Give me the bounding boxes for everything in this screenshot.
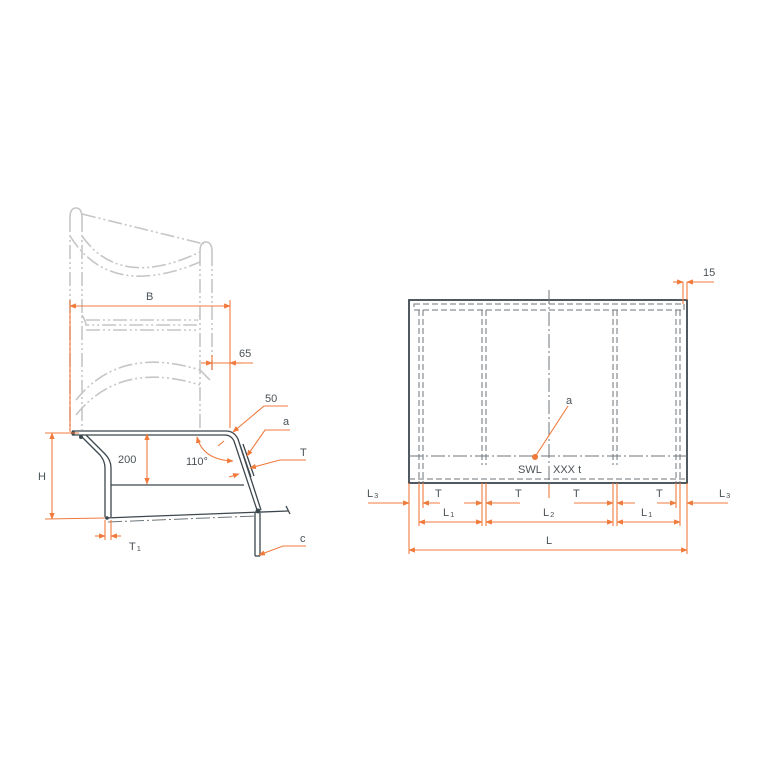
- dim-label-edge-offset: 15: [703, 267, 715, 279]
- hidden-posts: [418, 310, 681, 483]
- dim-label-weld: a: [283, 416, 290, 428]
- dim-label-base-thickness: T1: [129, 541, 141, 553]
- side-view: B 65 50 a T 110° H: [38, 207, 307, 557]
- dim-label-t3: T: [573, 488, 580, 500]
- front-view: a SWL XXX t 15: [367, 267, 730, 554]
- dim-label-thickness: T: [300, 447, 307, 459]
- dim-row-l: L1 L2 L1: [418, 507, 681, 525]
- dim-label-brace-height: 200: [118, 454, 136, 466]
- dim-label-height: H: [38, 471, 46, 483]
- dim-total-length: L: [408, 535, 688, 553]
- dim-label-bend-radius: 50: [265, 393, 277, 405]
- dim-label-l1-left: L1: [443, 507, 454, 519]
- dim-label-connection: c: [300, 533, 306, 545]
- capacity-label: XXX t: [553, 464, 581, 476]
- dim-label-angle: 110°: [186, 456, 208, 468]
- dim-label-l3-left: L3: [367, 488, 378, 500]
- frame-outline: [408, 299, 688, 484]
- dim-label-post-offset: 65: [239, 348, 251, 360]
- dim-label-width: B: [146, 291, 153, 303]
- dim-label-t1: T: [435, 488, 442, 500]
- side-dimensions: B 65 50 a T 110° H: [38, 291, 307, 556]
- dim-label-l3-right: L3: [719, 488, 730, 500]
- weld-label: a: [566, 395, 573, 407]
- ghost-cradle-outline: [69, 207, 213, 430]
- steel-frame: [71, 430, 291, 557]
- dim-label-t2: T: [515, 488, 522, 500]
- dim-label-t4: T: [656, 488, 663, 500]
- dim-label-l2: L2: [543, 507, 554, 519]
- dim-label-total-length: L: [546, 535, 552, 547]
- dim-label-l1-right: L1: [641, 507, 652, 519]
- swl-label: SWL: [518, 464, 542, 476]
- dim-edge-offset: 15: [673, 267, 715, 304]
- dim-row-t: L3 T T T T L3: [367, 488, 730, 506]
